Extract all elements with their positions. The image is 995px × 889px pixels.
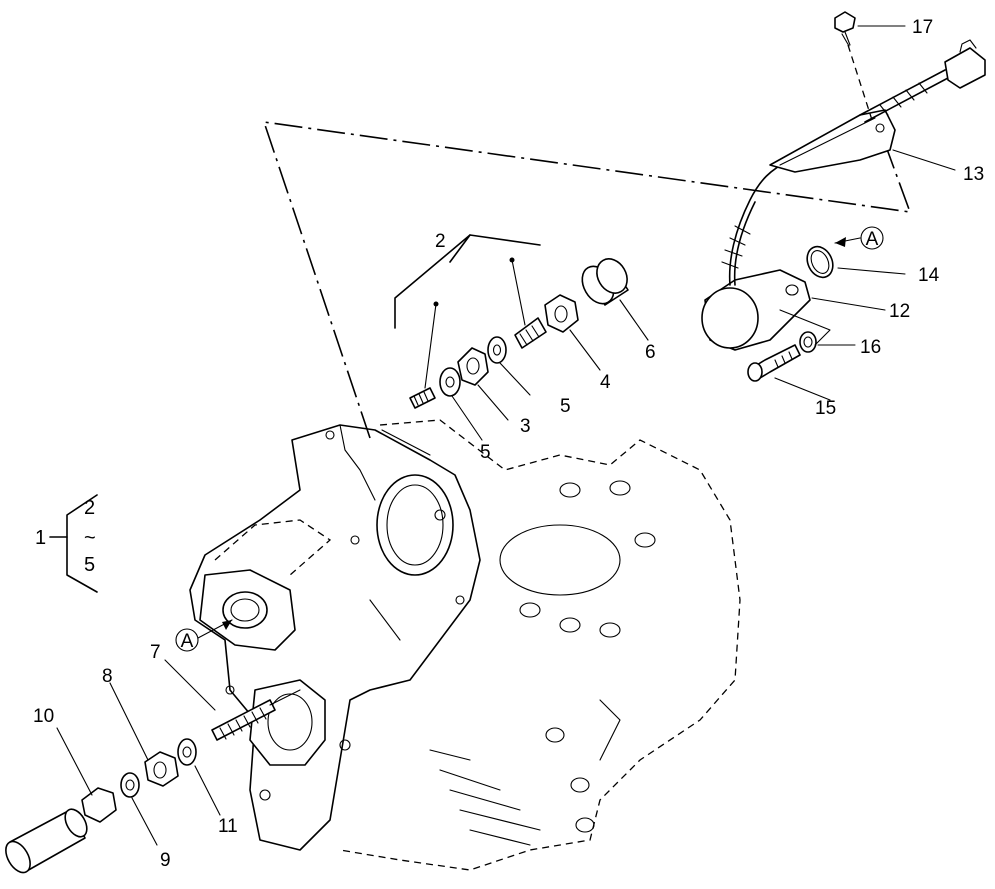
bracket-part-2 — [394, 234, 541, 389]
callout-14: 14 — [918, 265, 940, 286]
callout-12: 12 — [889, 301, 910, 322]
callout-range-end: 5 — [84, 554, 95, 576]
callout-6: 6 — [645, 342, 656, 363]
nut-8 — [144, 751, 179, 787]
leader-lines — [56, 25, 956, 846]
solenoid-assembly — [701, 11, 986, 351]
callout-10: 10 — [33, 706, 54, 727]
gear-housing — [189, 424, 481, 851]
callout-5-left: 5 — [480, 442, 491, 463]
leader-solenoid-bolts — [779, 309, 831, 346]
assembly-chain-line — [262, 121, 912, 439]
washer-5-left — [439, 367, 461, 397]
bolt-15 — [747, 344, 801, 382]
lock-nut-3 — [457, 347, 489, 386]
set-screw-small — [409, 387, 436, 409]
callout-labels: 1 2 ~ 5 2 3 4 5 5 6 7 8 9 10 11 12 13 14… — [33, 17, 984, 871]
engine-block — [339, 419, 741, 871]
group-brace-1 — [66, 494, 98, 593]
callout-15: 15 — [815, 398, 836, 419]
ref-marker-a-left: A — [175, 619, 233, 652]
callout-9: 9 — [160, 850, 171, 871]
cover-cap-6 — [581, 258, 629, 306]
callout-1: 1 — [35, 527, 46, 549]
adjusting-bolt-7 — [211, 689, 301, 741]
callout-13: 13 — [963, 164, 984, 185]
cap-nut-4 — [544, 294, 579, 333]
washer-11 — [177, 738, 197, 766]
washer-9 — [120, 772, 140, 798]
washer-5-right — [487, 336, 507, 364]
callout-range-sep: ~ — [84, 527, 96, 549]
callout-4: 4 — [600, 372, 611, 393]
callout-2: 2 — [435, 231, 446, 252]
callout-16: 16 — [860, 337, 881, 358]
o-ring-14 — [806, 245, 834, 279]
spring-upper — [514, 317, 547, 349]
callout-7: 7 — [150, 642, 161, 663]
cap-nut-10 — [5, 787, 117, 874]
callout-11: 11 — [218, 816, 238, 837]
callout-range-start: 2 — [84, 497, 95, 519]
callout-8: 8 — [102, 666, 113, 687]
ref-a-top-label: A — [866, 229, 879, 250]
callout-3: 3 — [520, 416, 531, 437]
leader-housing — [381, 429, 431, 456]
callout-5-right: 5 — [560, 396, 571, 417]
ref-marker-a-top: A — [834, 226, 884, 250]
callout-17: 17 — [912, 17, 933, 38]
washer-16 — [799, 331, 817, 353]
ref-a-left-label: A — [181, 631, 194, 652]
